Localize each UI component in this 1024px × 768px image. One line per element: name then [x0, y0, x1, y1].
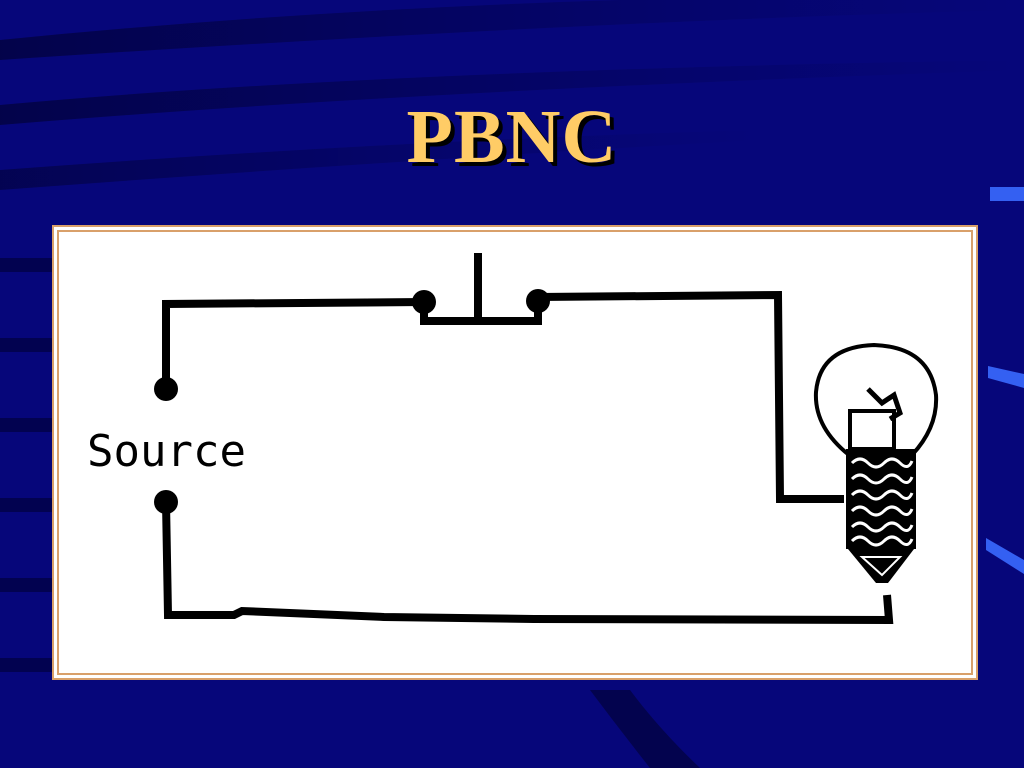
- wire-bottom: [162, 501, 894, 625]
- source-terminal-bottom: [154, 490, 178, 514]
- source-label: Source: [87, 426, 246, 477]
- wire-top-right: [537, 290, 844, 503]
- switch-contact-left: [412, 290, 436, 314]
- wire-top-left: [162, 298, 425, 387]
- slide-title: PBNC: [406, 95, 618, 179]
- light-bulb-icon: [813, 342, 939, 583]
- circuit-diagram: [154, 253, 939, 625]
- frame-inner-border: [57, 230, 973, 675]
- circuit-diagram-frame: Source: [52, 225, 978, 680]
- switch-contact-right: [526, 289, 550, 313]
- source-terminal-top: [154, 377, 178, 401]
